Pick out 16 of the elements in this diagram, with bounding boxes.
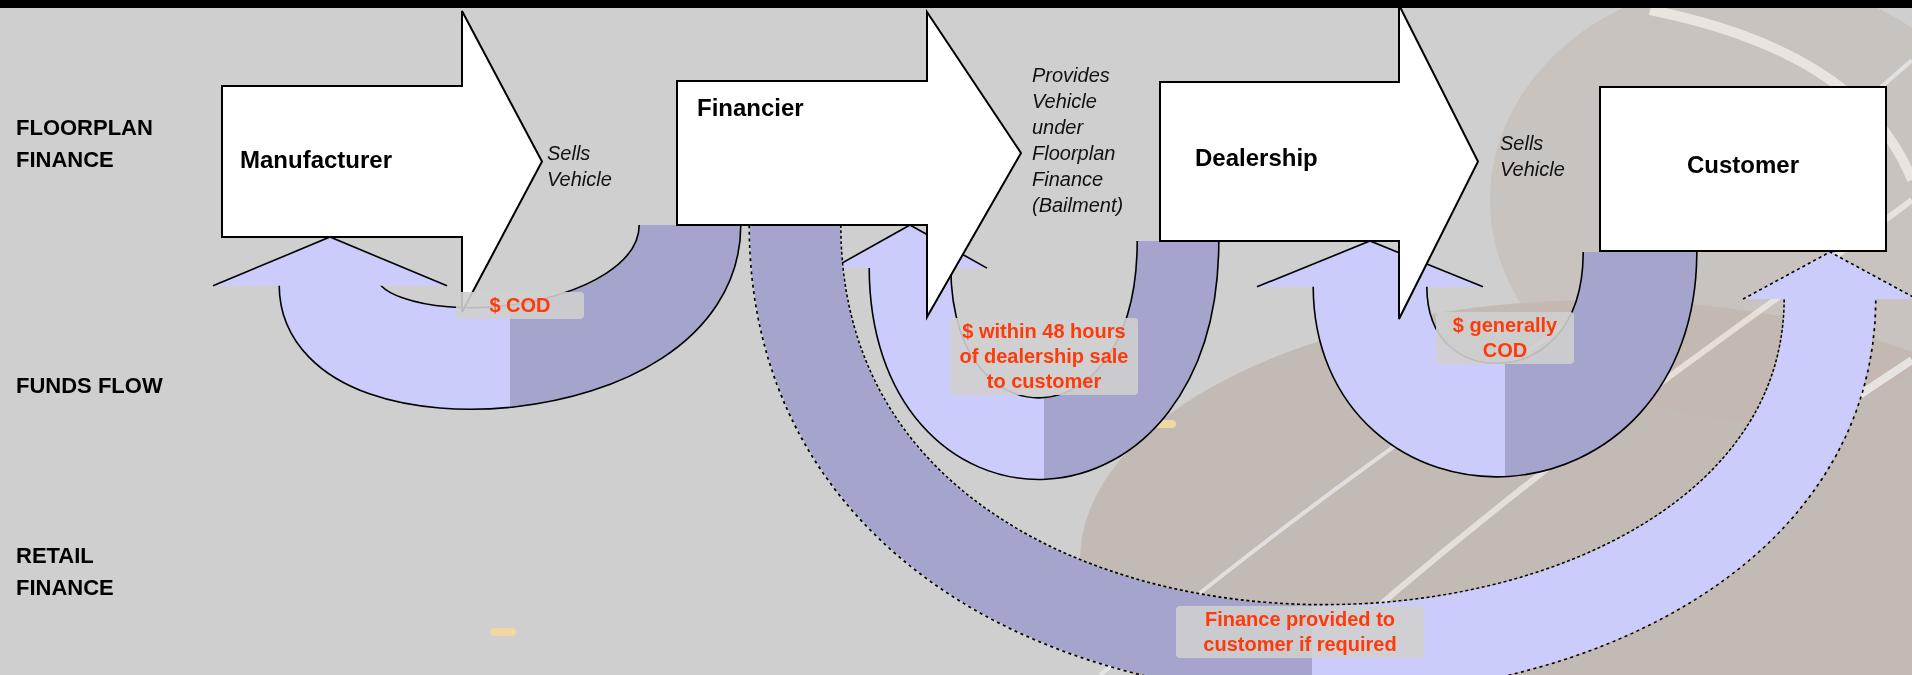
node-label: Manufacturer (240, 146, 393, 174)
block-arrow (1160, 5, 1478, 319)
node-label: Customer (1686, 151, 1800, 179)
row-label: FUNDS FLOW (16, 372, 164, 400)
process-box (1599, 86, 1887, 252)
row-label: FLOORPLAN FINANCE (16, 114, 154, 174)
edge-label: $ COD (456, 292, 584, 319)
edge-label: Finance provided to customer if required (1176, 606, 1424, 658)
flow-note: Sells Vehicle (547, 141, 613, 192)
row-label: RETAIL FINANCE (16, 542, 115, 602)
edge-label: $ generally COD (1436, 312, 1574, 364)
node-label: Dealership (1195, 144, 1318, 172)
flow-note: Sells Vehicle (1500, 131, 1566, 182)
edge-label: $ within 48 hours of dealership sale to customer (950, 318, 1138, 395)
flow-note: Provides Vehicle under Floorplan Finance (Bailment) (1032, 63, 1125, 218)
node-label: Financier (697, 94, 804, 122)
